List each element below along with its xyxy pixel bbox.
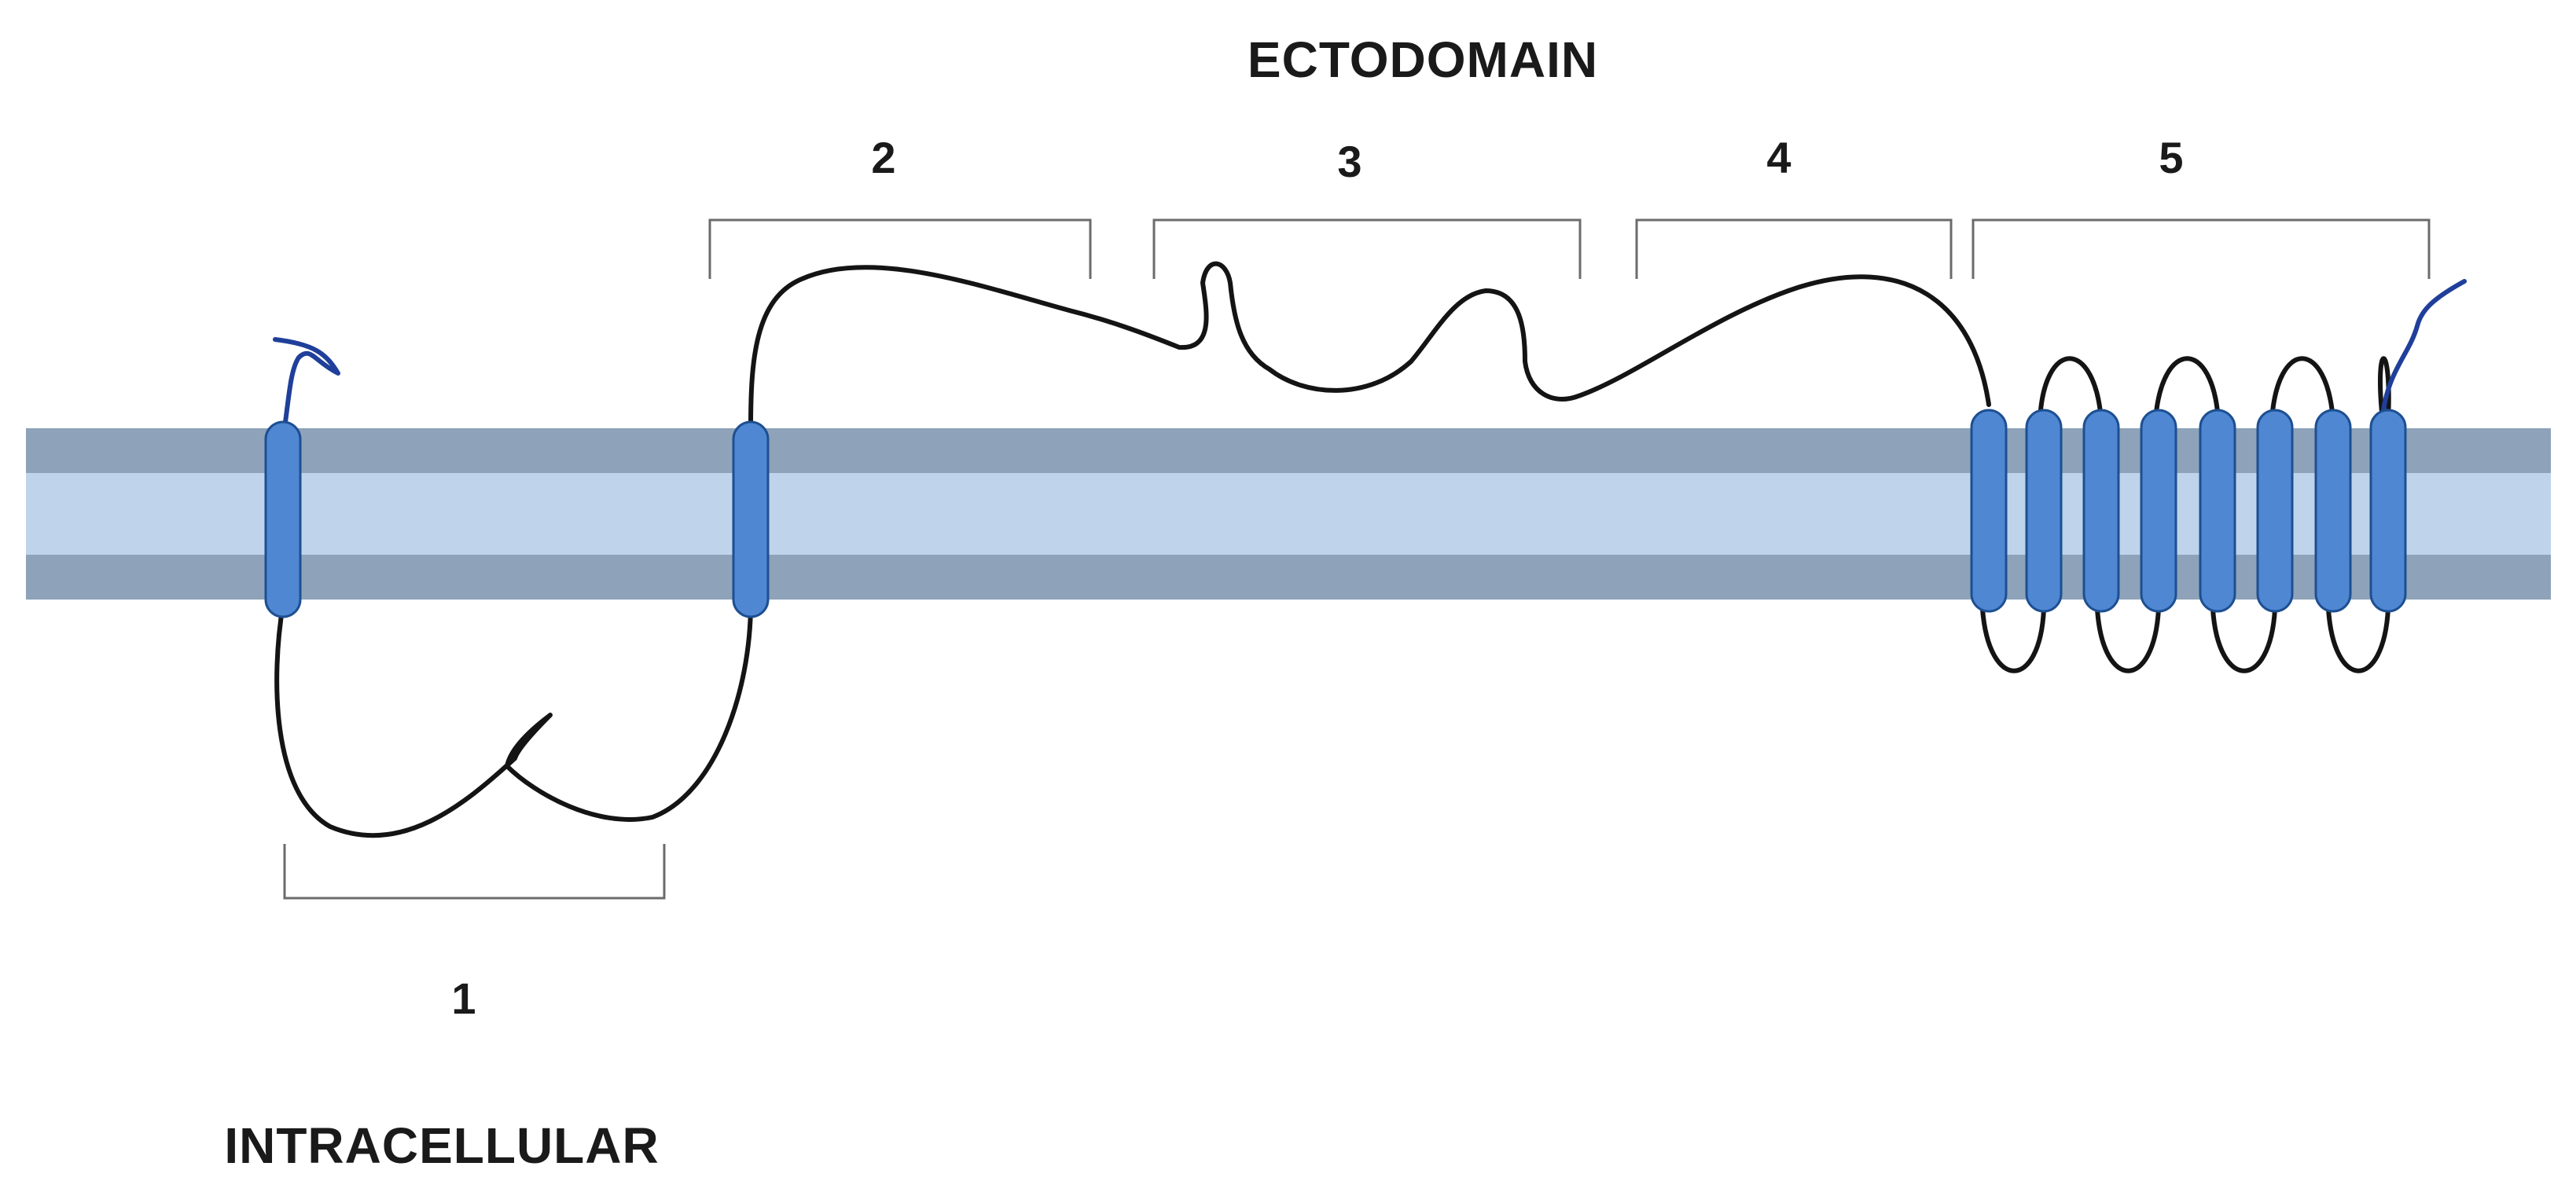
tm-helix-8 (2256, 409, 2294, 613)
segment-5-outer-loop-1 (2038, 356, 2104, 423)
extracellular-loop-2-3-4 (748, 261, 1991, 431)
tm-helix-6 (2140, 409, 2177, 613)
segment-5-inner-loop-4 (2326, 607, 2390, 673)
tm-helix-2 (732, 420, 770, 618)
segment-1-bracket (283, 844, 666, 900)
segment-1-number: 1 (451, 974, 476, 1023)
segment-5-bracket (1972, 218, 2431, 279)
ectodomain-label: ECTODOMAIN (1248, 31, 1598, 88)
intracellular-label: INTRACELLULAR (224, 1117, 659, 1174)
tm-helix-3 (1970, 409, 2008, 613)
transmembrane-helices (264, 409, 2407, 618)
n-terminal-tail (273, 337, 340, 431)
c-terminal-tail (2381, 279, 2467, 413)
tm-helix-9 (2314, 409, 2352, 613)
polypeptide-chain (274, 261, 2391, 838)
tm-helix-1 (264, 420, 302, 618)
segment-5-outer-loop-3 (2269, 356, 2335, 423)
tm-helix-7 (2199, 409, 2236, 613)
segment-3-number: 3 (1337, 137, 1361, 186)
membrane-hydrophobic-core (26, 473, 2551, 555)
segment-2-bracket (708, 218, 1092, 279)
tm-helix-4 (2025, 409, 2063, 613)
segment-3-bracket (1152, 218, 1582, 279)
segment-5-inner-loop-1 (1980, 607, 2046, 673)
segment-brackets (283, 218, 2431, 900)
segment-5-outer-loop-2 (2153, 356, 2221, 423)
segment-4-bracket (1635, 218, 1953, 279)
intracellular-loop-1 (274, 601, 753, 838)
tm-helix-5 (2082, 409, 2120, 613)
segment-5-inner-loop-3 (2210, 607, 2277, 673)
intracellular-loops-segment-5 (1980, 607, 2390, 673)
segment-5-inner-loop-2 (2095, 607, 2161, 673)
lipid-bilayer (26, 428, 2551, 600)
segment-4-number: 4 (1766, 133, 1791, 182)
segment-5-number: 5 (2159, 133, 2183, 182)
segment-2-number: 2 (871, 133, 895, 182)
tm-helix-10 (2369, 409, 2407, 613)
